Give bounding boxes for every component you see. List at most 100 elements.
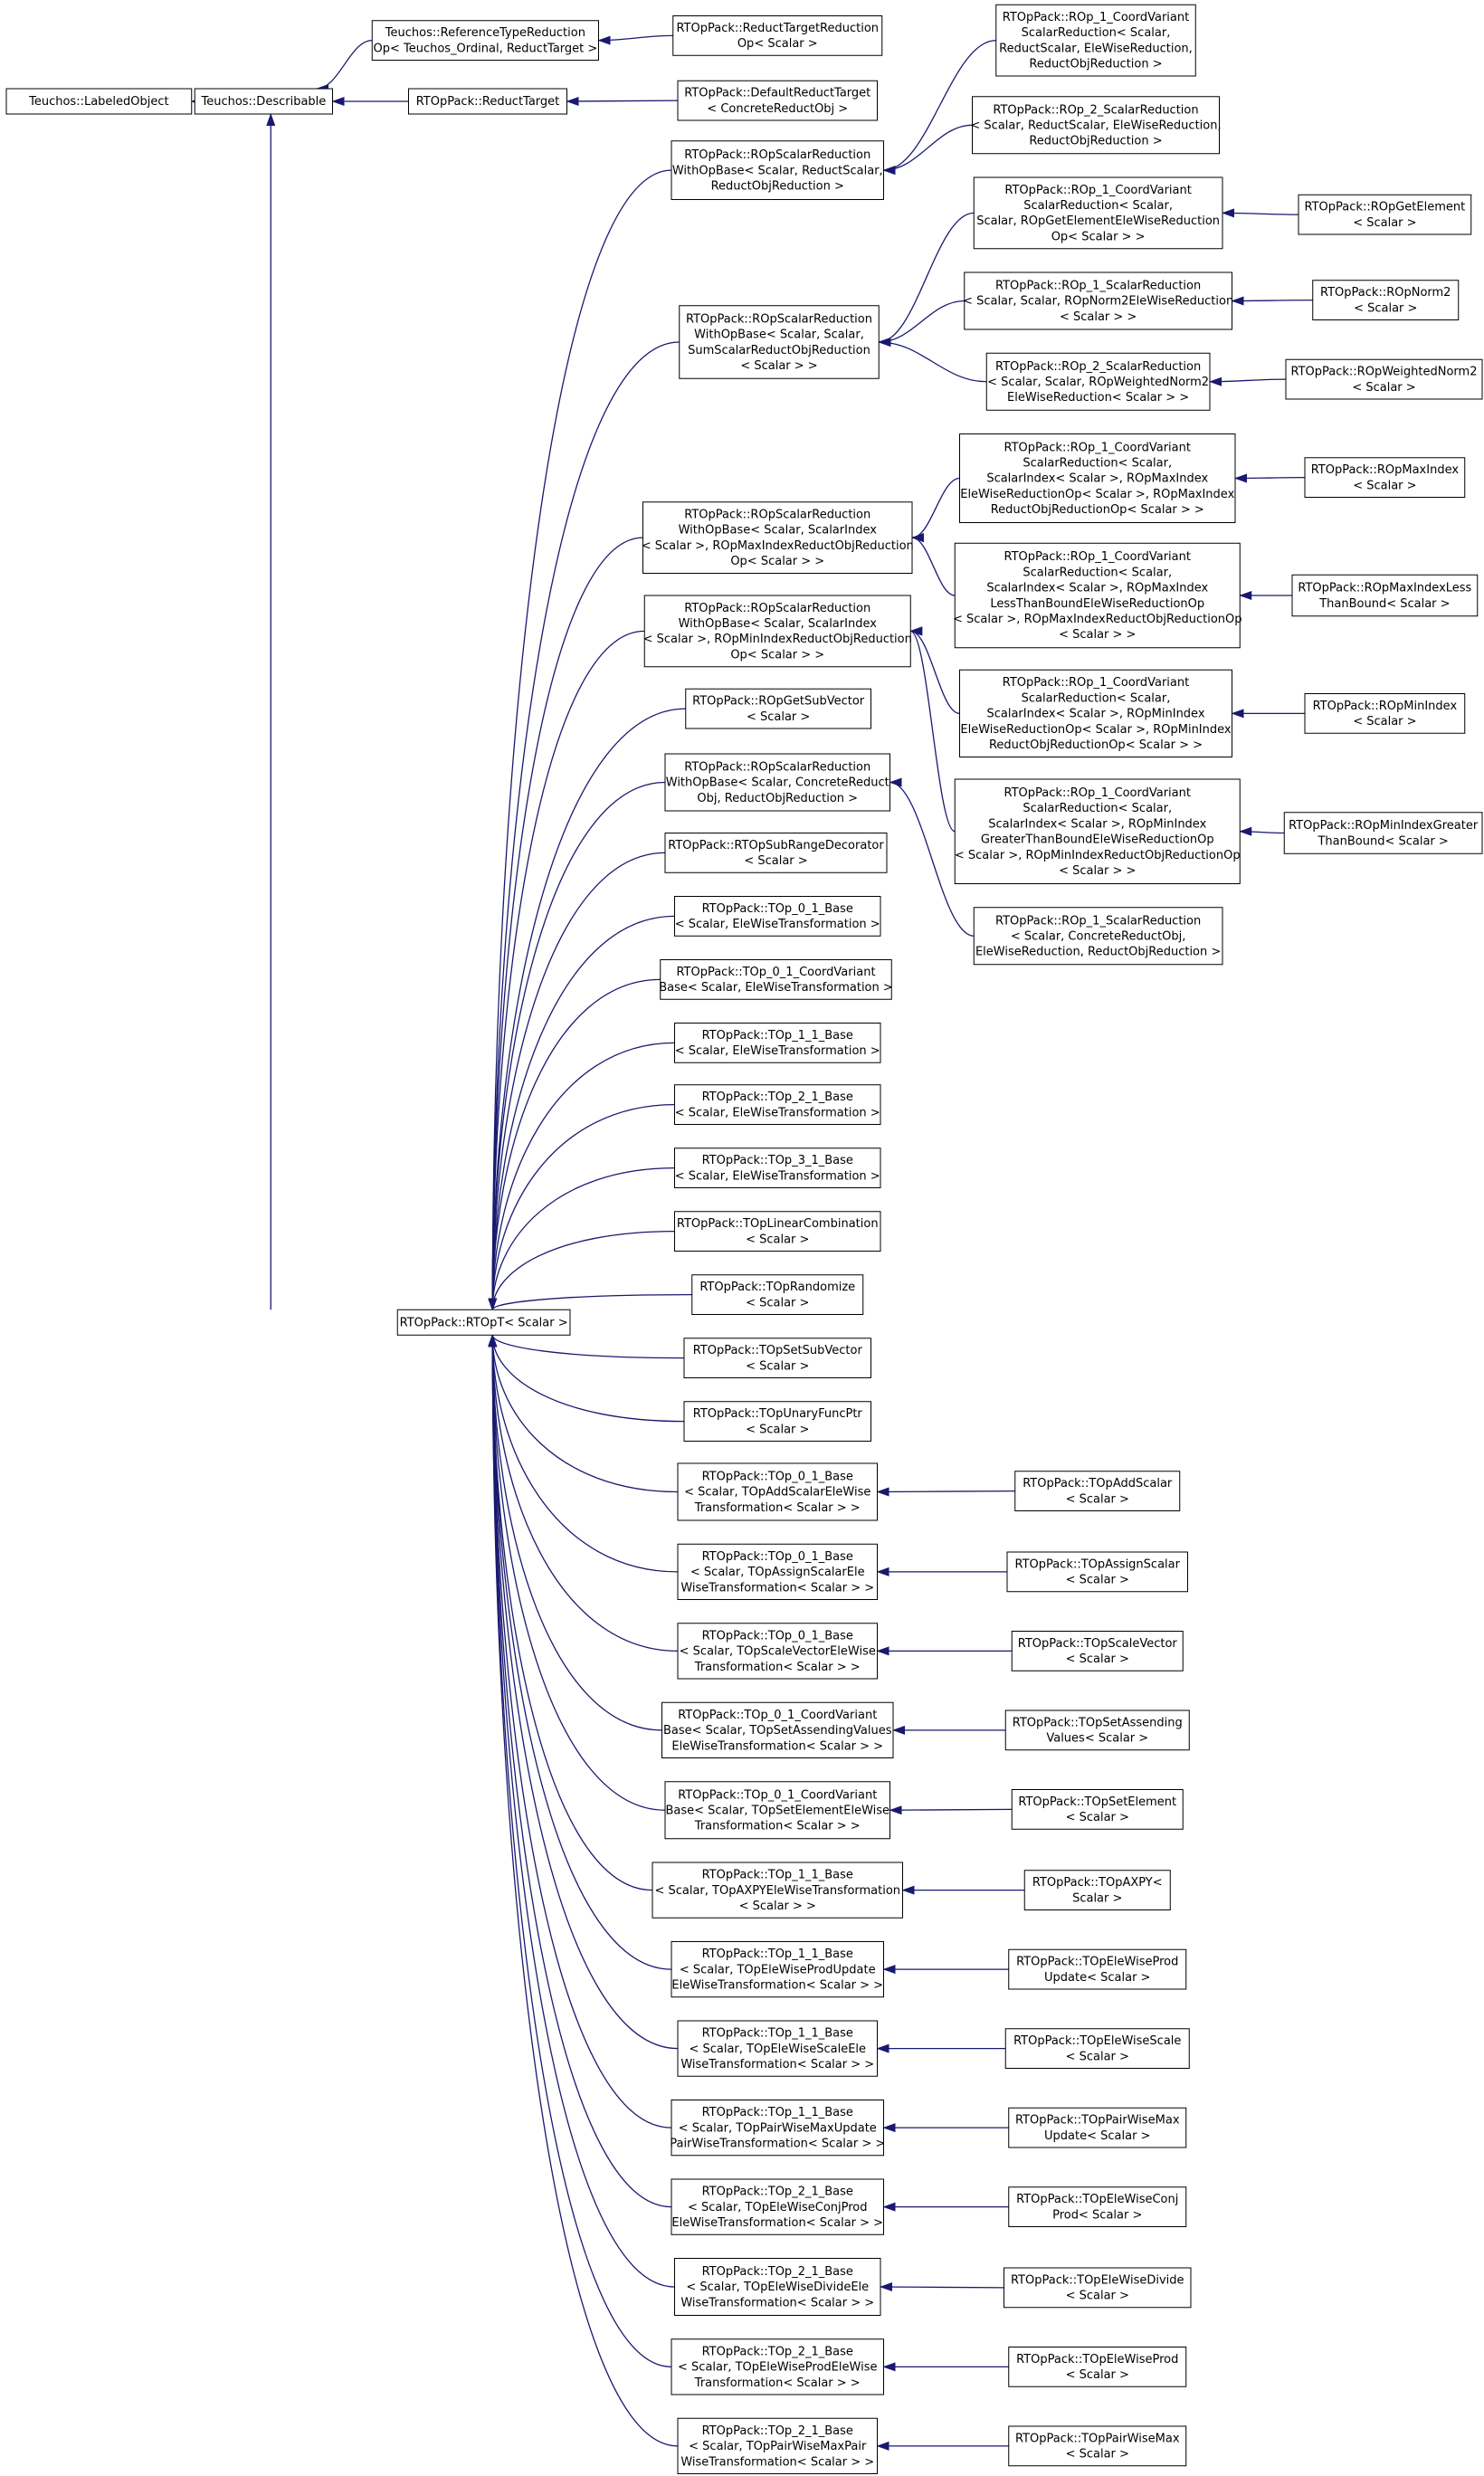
class-node-topaddscalar[interactable]: RTOpPack::TOpAddScalar< Scalar > (1014, 1471, 1181, 1511)
class-node-topscalevector[interactable]: RTOpPack::TOpScaleVector< Scalar > (1011, 1631, 1184, 1671)
class-node-labeled[interactable]: Teuchos::LabeledObject (5, 88, 193, 115)
class-label-line: RTOpPack::TOp_2_1_Base (702, 1090, 853, 1104)
class-label-line: < Scalar > (1353, 216, 1416, 230)
class-node-top21base[interactable]: RTOpPack::TOp_2_1_Base< Scalar, EleWiseT… (674, 1084, 881, 1125)
class-node-ropnorm2[interactable]: RTOpPack::ROpNorm2< Scalar > (1312, 280, 1460, 320)
class-node-top01_addscalar[interactable]: RTOpPack::TOp_0_1_Base< Scalar, TOpAddSc… (677, 1462, 878, 1521)
class-box (660, 959, 892, 1000)
class-node-ropsrwob_a[interactable]: RTOpPack::ROpScalarReductionWithOpBase< … (671, 140, 884, 200)
class-node-ropweightednorm2[interactable]: RTOpPack::ROpWeightedNorm2< Scalar > (1285, 358, 1483, 400)
class-node-topelewisedivide[interactable]: RTOpPack::TOpEleWiseDivide< Scalar > (1004, 2267, 1192, 2309)
class-node-ropgetsubvector[interactable]: RTOpPack::ROpGetSubVector< Scalar > (685, 688, 871, 729)
class-label-line: < Scalar > (1066, 1811, 1129, 1824)
class-node-top21_conjprod[interactable]: RTOpPack::TOp_2_1_Base< Scalar, TOpEleWi… (671, 2178, 884, 2235)
class-node-top11_produpdate[interactable]: RTOpPack::TOp_1_1_Base< Scalar, TOpEleWi… (671, 1941, 884, 1998)
class-node-ropsrwob_b[interactable]: RTOpPack::ROpScalarReductionWithOpBase< … (679, 305, 880, 379)
class-node-rop1cv_f[interactable]: RTOpPack::ROp_1_CoordVariantScalarReduct… (954, 778, 1241, 884)
class-node-top11_pairwisemaxupdate[interactable]: RTOpPack::TOp_1_1_Base< Scalar, TOpPairW… (670, 2100, 885, 2157)
class-node-top21_prod[interactable]: RTOpPack::TOp_2_1_Base< Scalar, TOpEleWi… (671, 2338, 884, 2395)
class-box (1312, 280, 1460, 320)
class-node-toppairwisemax[interactable]: RTOpPack::TOpPairWiseMax< Scalar > (1008, 2425, 1187, 2467)
class-node-top21_pairwisemax[interactable]: RTOpPack::TOp_2_1_Base< Scalar, TOpPairW… (677, 2417, 878, 2474)
class-node-top11_elewisescale[interactable]: RTOpPack::TOp_1_1_Base< Scalar, TOpEleWi… (677, 2020, 878, 2077)
class-node-rop1sr_b[interactable]: RTOpPack::ROp_1_ScalarReduction< Scalar,… (973, 907, 1223, 966)
class-label-line: RTOpPack::ROp_1_CoordVariant (1003, 676, 1189, 690)
class-node-ropsrwob_e[interactable]: RTOpPack::ROpScalarReductionWithOpBase< … (664, 753, 890, 812)
class-label-line: WithOpBase< Scalar, ReductScalar, (672, 164, 883, 177)
inheritance-edge-top21_pairwisemax-to-rtopt (488, 1334, 679, 2447)
class-node-topsetelement[interactable]: RTOpPack::TOpSetElement< Scalar > (1011, 1789, 1184, 1830)
class-node-top21_divide[interactable]: RTOpPack::TOp_2_1_Base< Scalar, TOpEleWi… (674, 2258, 881, 2316)
class-node-ropsrwob_d[interactable]: RTOpPack::ROpScalarReductionWithOpBase< … (643, 595, 912, 668)
class-node-ropsrwob_c[interactable]: RTOpPack::ROpScalarReductionWithOpBase< … (642, 501, 914, 574)
class-label-line: RTOpPack::TOp_2_1_Base (702, 2265, 853, 2279)
class-node-rop2sr_b[interactable]: RTOpPack::ROp_2_ScalarReduction< Scalar,… (985, 352, 1211, 411)
class-box (1014, 1471, 1181, 1511)
inheritance-edge-top21_conjprod-to-rtopt (488, 1334, 672, 2208)
class-label-line: RTOpPack::ROpScalarReduction (684, 148, 870, 162)
class-node-topelewisescale[interactable]: RTOpPack::TOpEleWiseScale< Scalar > (1004, 2028, 1190, 2069)
class-node-toplincomb[interactable]: RTOpPack::TOpLinearCombination< Scalar > (674, 1211, 881, 1252)
class-box (671, 1941, 884, 1998)
class-node-topassignscalar[interactable]: RTOpPack::TOpAssignScalar< Scalar > (1006, 1551, 1188, 1593)
inheritance-edge-topaddscalar-to-top01_addscalar (876, 1487, 1015, 1497)
class-node-top31base[interactable]: RTOpPack::TOp_3_1_Base< Scalar, EleWiseT… (674, 1148, 881, 1188)
class-node-rop1cv_b[interactable]: RTOpPack::ROp_1_CoordVariantScalarReduct… (973, 176, 1223, 250)
class-label-line: ThanBound< Scalar > (1317, 834, 1448, 848)
class-label-line: < Scalar > (746, 1359, 809, 1373)
class-node-topsetassending[interactable]: RTOpPack::TOpSetAssendingValues< Scalar … (1004, 1709, 1190, 1751)
inheritance-edge-top01_addscalar-to-rtopt (488, 1334, 679, 1493)
class-node-top11base[interactable]: RTOpPack::TOp_1_1_Base< Scalar, EleWiseT… (674, 1023, 881, 1063)
class-node-describable[interactable]: Teuchos::Describable (194, 88, 333, 115)
inheritance-edge-rop1cv_f-to-ropsrwob_d (909, 626, 956, 833)
class-label-line: < Scalar, Scalar, ROpWeightedNorm2 (987, 376, 1209, 389)
class-label-line: < Scalar, TOpEleWiseConjProd (688, 2201, 868, 2214)
class-node-topsetsubvector[interactable]: RTOpPack::TOpSetSubVector< Scalar > (683, 1338, 871, 1378)
class-label-line: < Scalar, TOpAddScalarEleWise (684, 1486, 870, 1500)
class-node-rtopt[interactable]: RTOpPack::RTOpT< Scalar > (396, 1309, 571, 1336)
class-node-rop2sr_a[interactable]: RTOpPack::ROp_2_ScalarReduction< Scalar,… (970, 96, 1222, 155)
class-label-line: SumScalarReductObjReduction (688, 344, 870, 357)
class-node-top11_axpy[interactable]: RTOpPack::TOp_1_1_Base< Scalar, TOpAXPYE… (652, 1862, 903, 1919)
class-box (672, 15, 883, 56)
class-label-line: ScalarIndex< Scalar >, ROpMinIndex (986, 708, 1204, 721)
class-node-ropsubrange[interactable]: RTOpPack::RTOpSubRangeDecorator< Scalar … (664, 833, 888, 873)
inheritance-edge-ropsubrange-to-rtopt (488, 852, 666, 1311)
class-node-rop1cv_c[interactable]: RTOpPack::ROp_1_CoordVariantScalarReduct… (959, 433, 1236, 523)
class-node-rop1cv_e[interactable]: RTOpPack::ROp_1_CoordVariantScalarReduct… (959, 669, 1232, 757)
class-node-rop1cv_d[interactable]: RTOpPack::ROp_1_CoordVariantScalarReduct… (953, 542, 1242, 649)
class-node-defaultreducttarget[interactable]: RTOpPack::DefaultReductTarget< ConcreteR… (677, 80, 878, 121)
class-node-ropmaxindex[interactable]: RTOpPack::ROpMaxIndex< Scalar > (1304, 457, 1466, 498)
class-box (643, 595, 911, 668)
class-node-rop1cv_a[interactable]: RTOpPack::ROp_1_CoordVariantScalarReduct… (995, 4, 1196, 77)
class-node-top01base[interactable]: RTOpPack::TOp_0_1_Base< Scalar, EleWiseT… (674, 896, 881, 937)
class-label-line: < Scalar > (1066, 2290, 1129, 2303)
class-node-toppairwisemaxupdate[interactable]: RTOpPack::TOpPairWiseMaxUpdate< Scalar > (1008, 2107, 1187, 2148)
class-node-top01_assignscalar[interactable]: RTOpPack::TOp_0_1_Base< Scalar, TOpAssig… (677, 1543, 878, 1600)
class-node-rop1sr_a[interactable]: RTOpPack::ROp_1_ScalarReduction< Scalar,… (963, 271, 1233, 330)
class-label-line: ScalarReduction< Scalar, (1023, 199, 1173, 213)
class-label-line: LessThanBoundEleWiseReductionOp (990, 597, 1204, 611)
class-node-reducttarget[interactable]: RTOpPack::ReductTarget (408, 88, 567, 115)
class-node-top01_scalevector[interactable]: RTOpPack::TOp_0_1_Base< Scalar, TOpScale… (677, 1623, 878, 1680)
class-box (677, 1462, 878, 1521)
class-node-topelewiseconjprod[interactable]: RTOpPack::TOpEleWiseConjProd< Scalar > (1008, 2186, 1187, 2227)
class-label-line: < Scalar >, ROpMinIndexReductObjReductio… (955, 849, 1241, 862)
class-node-ropminindex[interactable]: RTOpPack::ROpMinIndex< Scalar > (1304, 693, 1466, 734)
class-node-toprandomize[interactable]: RTOpPack::TOpRandomize< Scalar > (691, 1274, 864, 1315)
inheritance-edge-top01cv_setelement-to-rtopt (488, 1334, 666, 1811)
class-node-topunaryfuncptr[interactable]: RTOpPack::TOpUnaryFuncPtr< Scalar > (683, 1401, 871, 1442)
inheritance-edge-topsetelement-to-top01cv_setelement (889, 1805, 1013, 1815)
class-node-ropgetelement[interactable]: RTOpPack::ROpGetElement< Scalar > (1298, 194, 1472, 235)
class-label-line: < Scalar >, ROpMaxIndexReductObjReductio… (642, 539, 914, 553)
class-node-topelewiseprod[interactable]: RTOpPack::TOpEleWiseProd< Scalar > (1008, 2347, 1187, 2387)
class-node-topelewiseprodupdate[interactable]: RTOpPack::TOpEleWiseProdUpdate< Scalar > (1008, 1948, 1187, 1990)
class-node-topaxpy[interactable]: RTOpPack::TOpAXPY<Scalar > (1023, 1870, 1171, 1910)
